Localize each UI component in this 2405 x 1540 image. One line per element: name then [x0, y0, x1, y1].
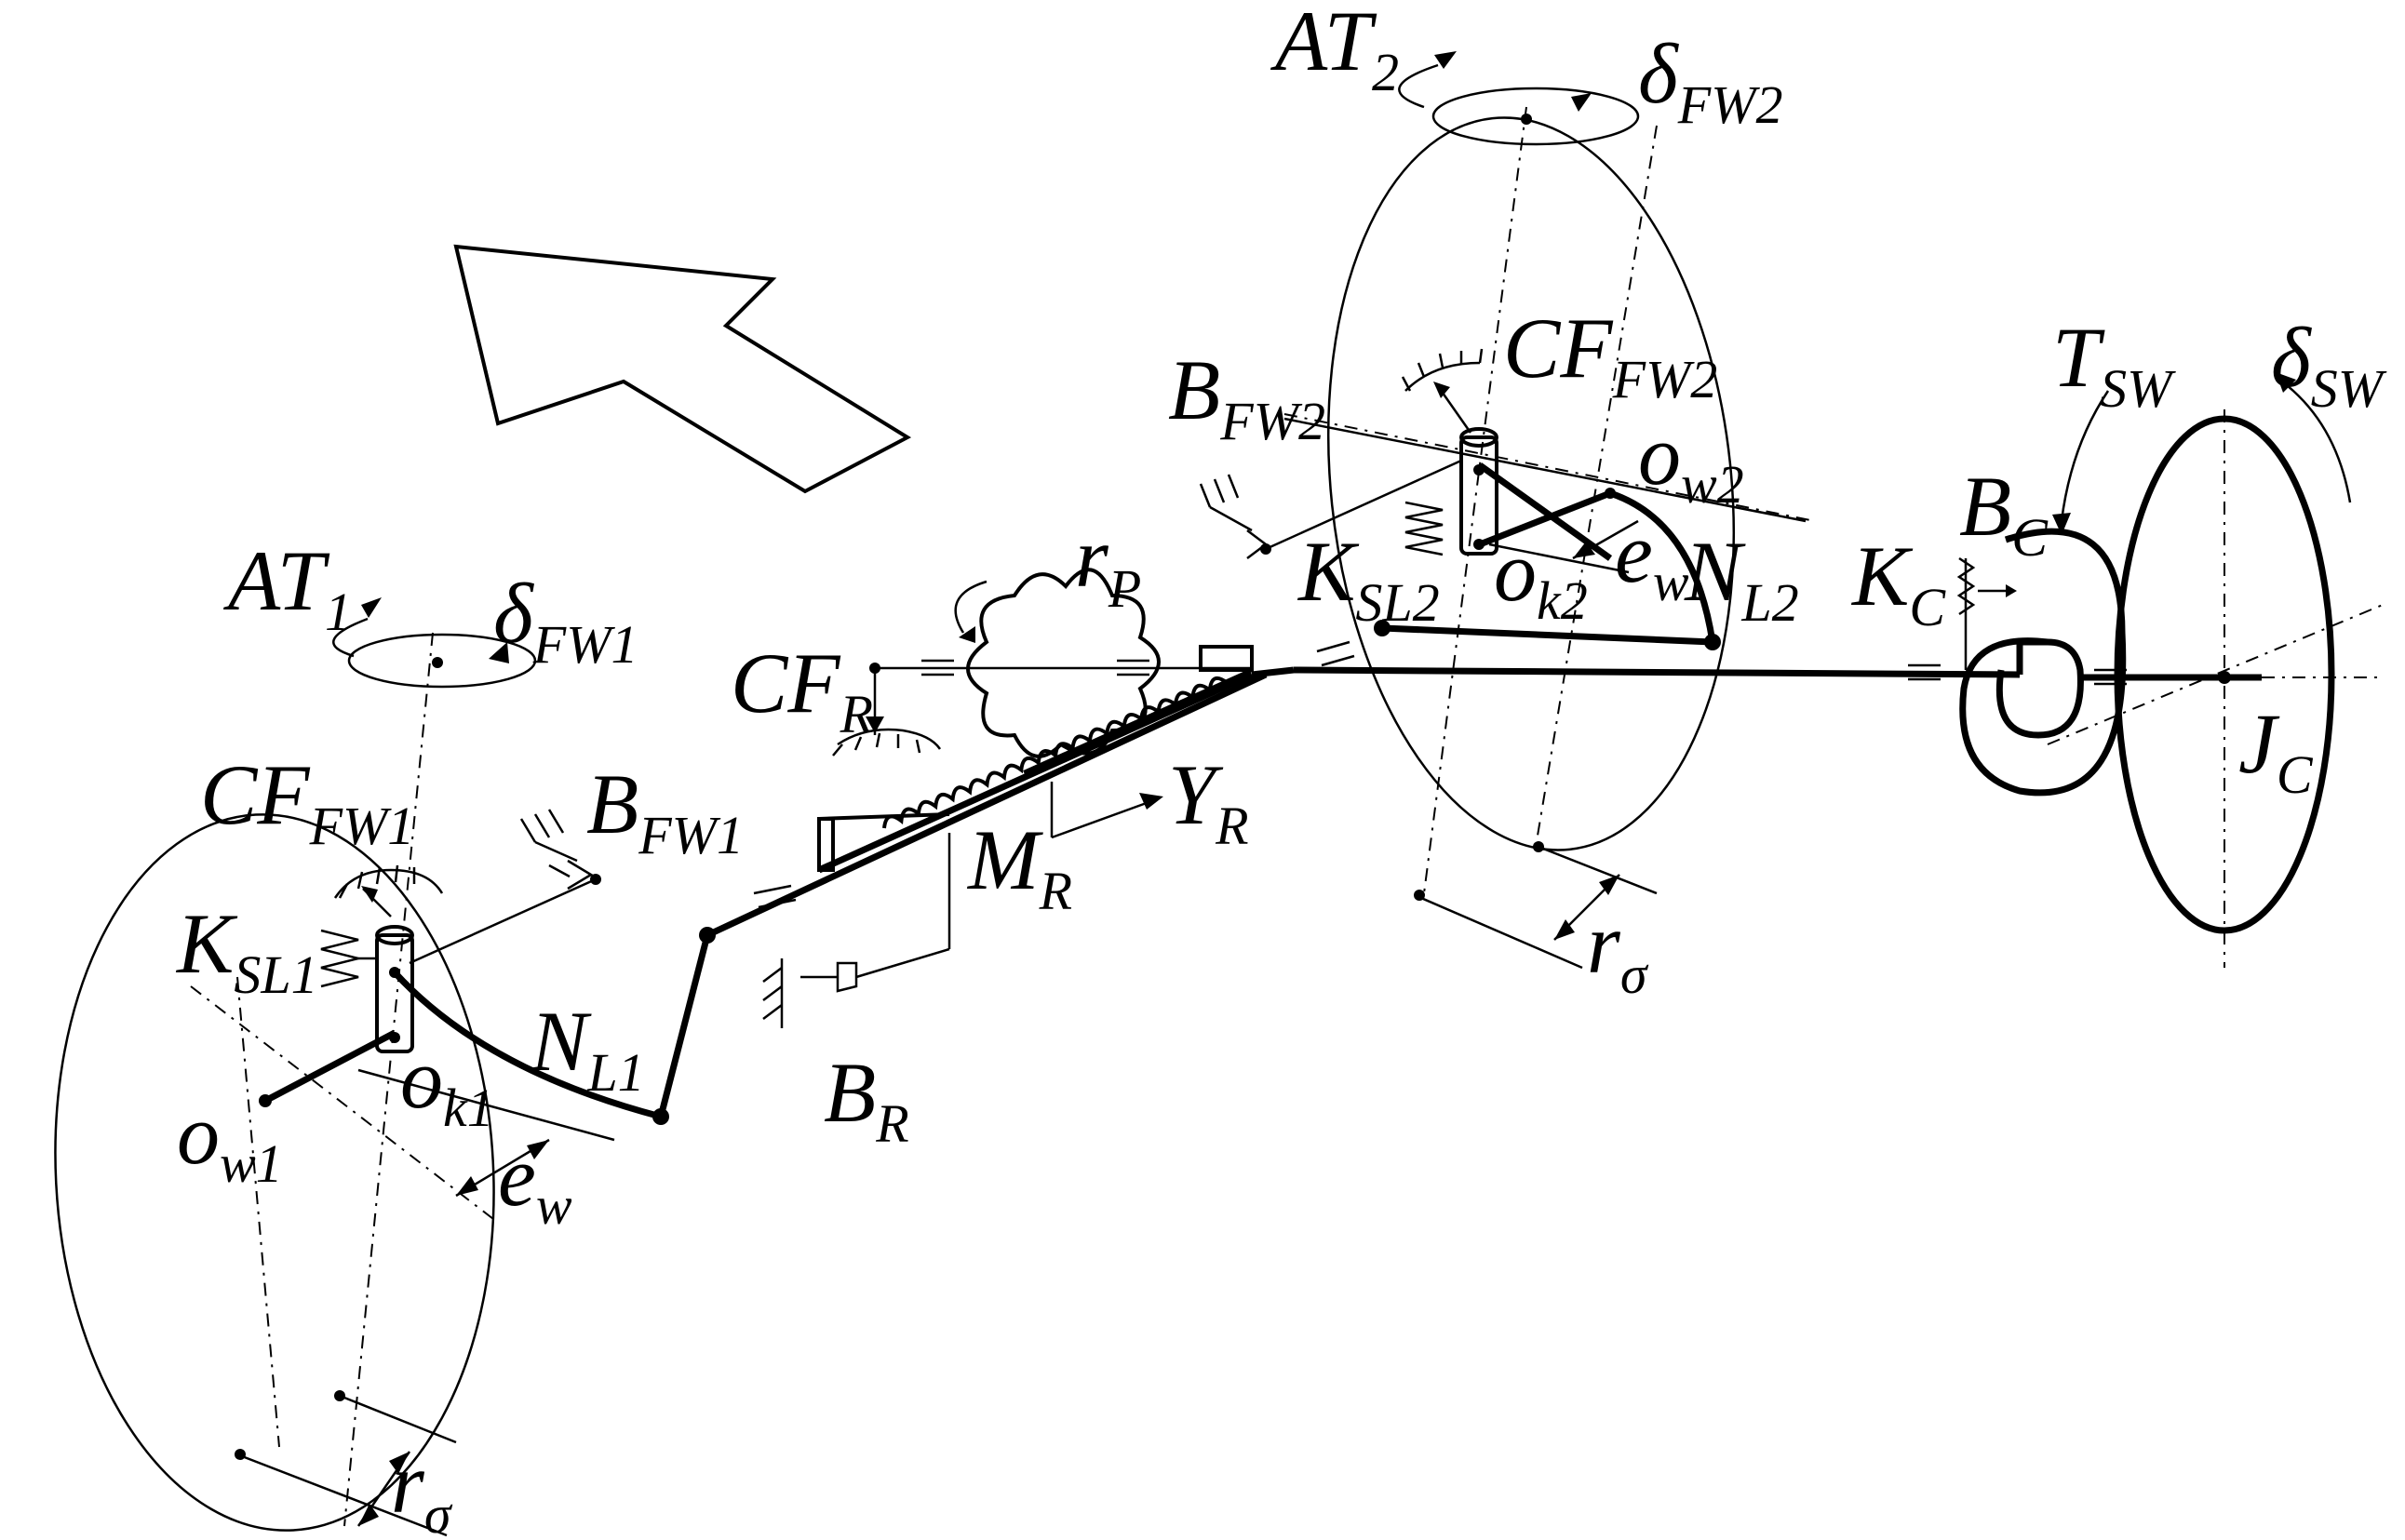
label-y-r: YR	[1168, 747, 1249, 856]
label-k-sl2: KSL2	[1297, 524, 1440, 633]
label-e-w1: ew	[498, 1129, 572, 1236]
label-cf-fw2: CFFW2	[1503, 301, 1717, 409]
label-at2: AT2	[1270, 0, 1399, 102]
label-k-c: KC	[1850, 529, 1946, 637]
label-r-sigma1: rσ	[391, 1436, 453, 1540]
label-o-k1: ok1	[400, 1031, 494, 1138]
label-delta-fw2: δFW2	[1638, 26, 1783, 135]
label-delta-sw: δSW	[2271, 310, 2387, 419]
label-e-w2: ew	[1615, 505, 1689, 612]
label-j-c: JC	[2238, 696, 2314, 805]
left-tie-rod	[657, 671, 1268, 1118]
label-n-l2: NL2	[1684, 524, 1799, 633]
label-r-p: rP	[1075, 510, 1141, 619]
label-cf-fw1: CFFW1	[200, 747, 414, 856]
label-r-sigma2: rσ	[1587, 896, 1649, 1005]
label-delta-fw1: δFW1	[493, 566, 638, 675]
label-t-sw: TSW	[2052, 310, 2176, 419]
label-k-sl1: KSL1	[175, 896, 318, 1005]
direction-arrow	[453, 244, 912, 494]
label-b-r: BR	[824, 1045, 909, 1154]
label-o-k2: ok2	[1494, 524, 1588, 631]
label-m-r: MR	[966, 812, 1072, 921]
label-b-c: BC	[1959, 459, 2049, 568]
steering-column	[1293, 372, 2384, 968]
label-b-fw2: BFW2	[1168, 342, 1325, 451]
label-n-l1: NL1	[530, 994, 645, 1103]
label-o-w1: ow1	[177, 1087, 283, 1194]
right-wheel	[1199, 51, 1816, 970]
label-at1: AT1	[222, 533, 352, 642]
left-wheel	[54, 597, 669, 1537]
label-cf-r: CFR	[731, 636, 873, 744]
label-o-w2: ow2	[1638, 408, 1744, 515]
label-b-fw1: BFW1	[586, 757, 744, 865]
rack-and-pinion	[753, 568, 1295, 1028]
